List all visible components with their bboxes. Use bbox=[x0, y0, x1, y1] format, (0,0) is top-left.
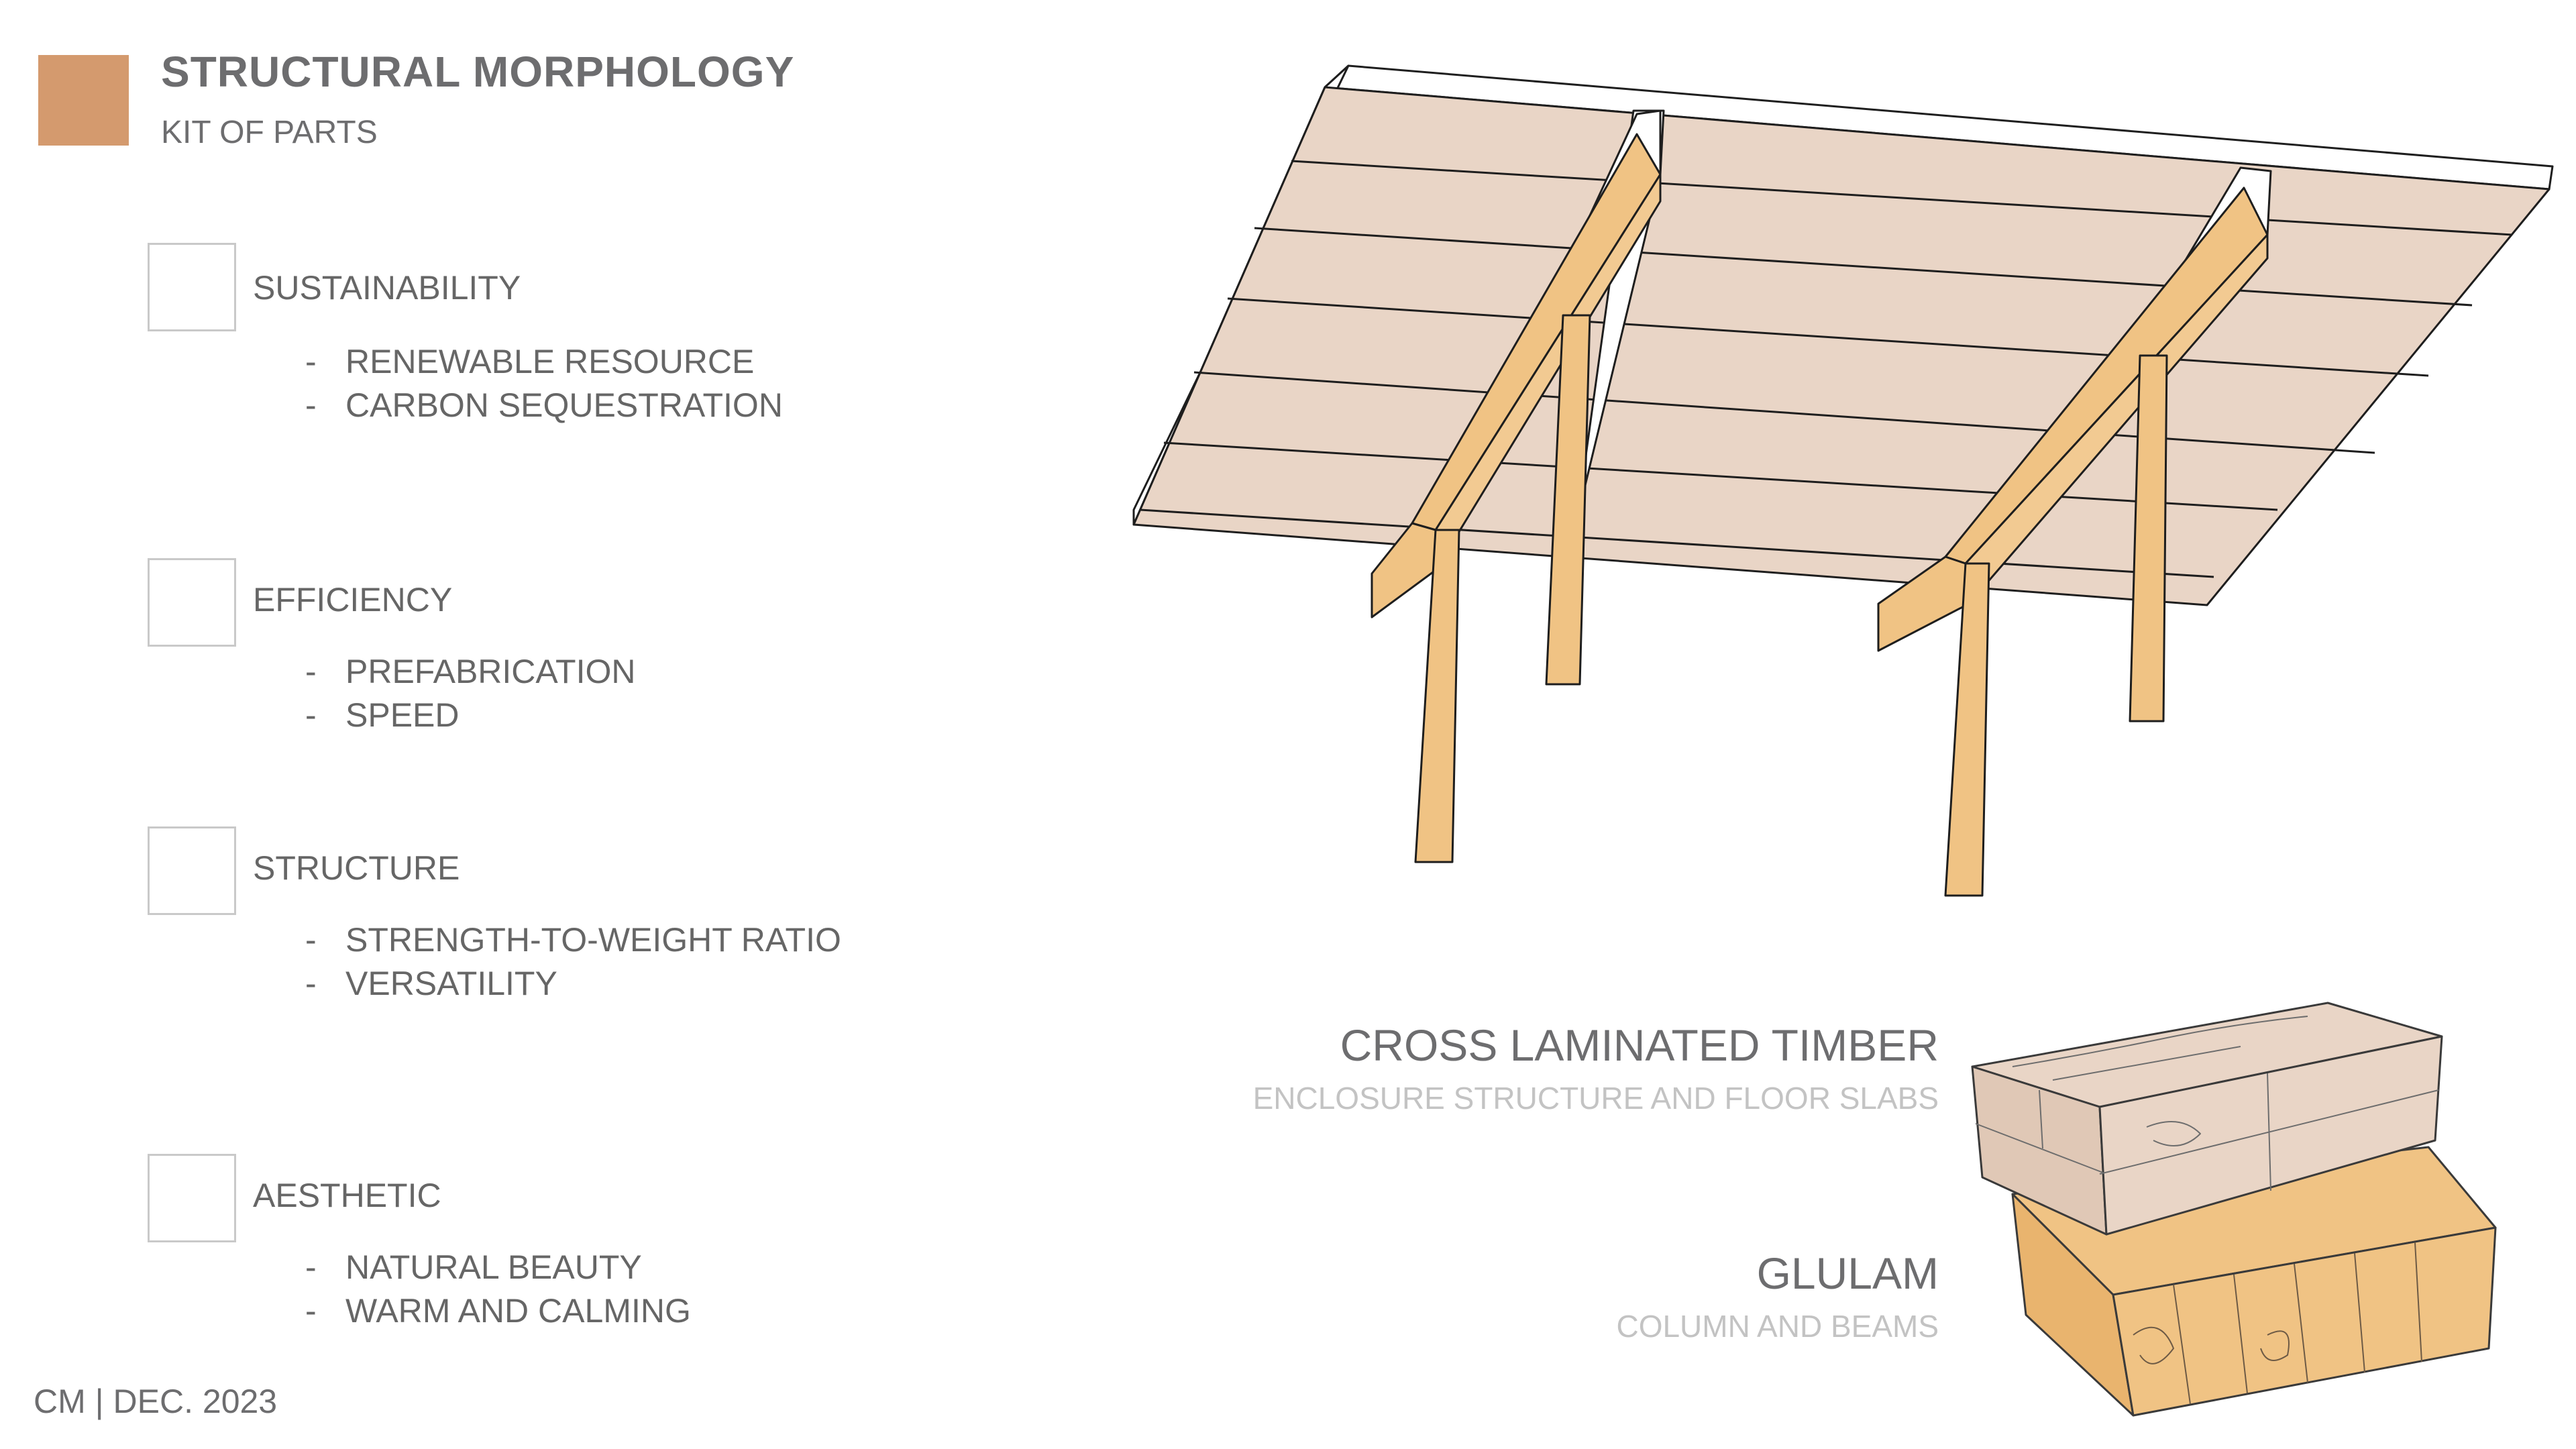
glulam-column bbox=[1545, 314, 1591, 686]
glulam-block-front bbox=[2112, 1226, 2497, 1417]
section-title-aesthetic: AESTHETIC bbox=[253, 1177, 441, 1214]
checkbox-efficiency[interactable] bbox=[148, 558, 236, 647]
list-item: -CARBON SEQUESTRATION bbox=[305, 386, 783, 424]
glulam-column bbox=[1944, 562, 1990, 897]
list-item: -WARM AND CALMING bbox=[305, 1292, 691, 1330]
list-item: -NATURAL BEAUTY bbox=[305, 1248, 642, 1286]
footer-credit: CM | DEC. 2023 bbox=[34, 1383, 278, 1420]
checkbox-sustainability[interactable] bbox=[148, 243, 236, 331]
glulam-beam-end bbox=[1371, 522, 1437, 619]
clt-label: CROSS LAMINATED TIMBER bbox=[1340, 1020, 1939, 1070]
slab-joint bbox=[1193, 371, 2375, 454]
list-item: -SPEED bbox=[305, 696, 460, 734]
glulam-label: GLULAM bbox=[1756, 1248, 1939, 1298]
list-item: -RENEWABLE RESOURCE bbox=[305, 343, 755, 380]
glulam-column bbox=[2129, 354, 2168, 722]
page-title: STRUCTURAL MORPHOLOGY bbox=[161, 48, 795, 96]
slab-joint bbox=[1291, 160, 2513, 236]
list-item: -STRENGTH-TO-WEIGHT RATIO bbox=[305, 921, 841, 959]
slab-joint bbox=[1227, 297, 2429, 377]
glulam-column bbox=[1414, 529, 1460, 863]
slab-joint bbox=[1163, 441, 2278, 511]
glulam-sublabel: COLUMN AND BEAMS bbox=[1616, 1309, 1939, 1344]
list-item: -VERSATILITY bbox=[305, 965, 557, 1002]
slab-joint bbox=[1254, 227, 2473, 307]
section-title-sustainability: SUSTAINABILITY bbox=[253, 269, 521, 307]
section-title-efficiency: EFFICIENCY bbox=[253, 581, 453, 619]
clt-block-front bbox=[2098, 1035, 2443, 1236]
list-item: -PREFABRICATION bbox=[305, 653, 636, 690]
page-subtitle: KIT OF PARTS bbox=[161, 115, 378, 150]
checkbox-aesthetic[interactable] bbox=[148, 1154, 236, 1242]
clt-sublabel: ENCLOSURE STRUCTURE AND FLOOR SLABS bbox=[1252, 1081, 1939, 1116]
section-title-structure: STRUCTURE bbox=[253, 849, 460, 887]
checkbox-structure[interactable] bbox=[148, 826, 236, 915]
color-swatch bbox=[38, 55, 129, 146]
glulam-beam-end bbox=[1877, 555, 1970, 652]
slab-joint bbox=[1140, 508, 2214, 578]
